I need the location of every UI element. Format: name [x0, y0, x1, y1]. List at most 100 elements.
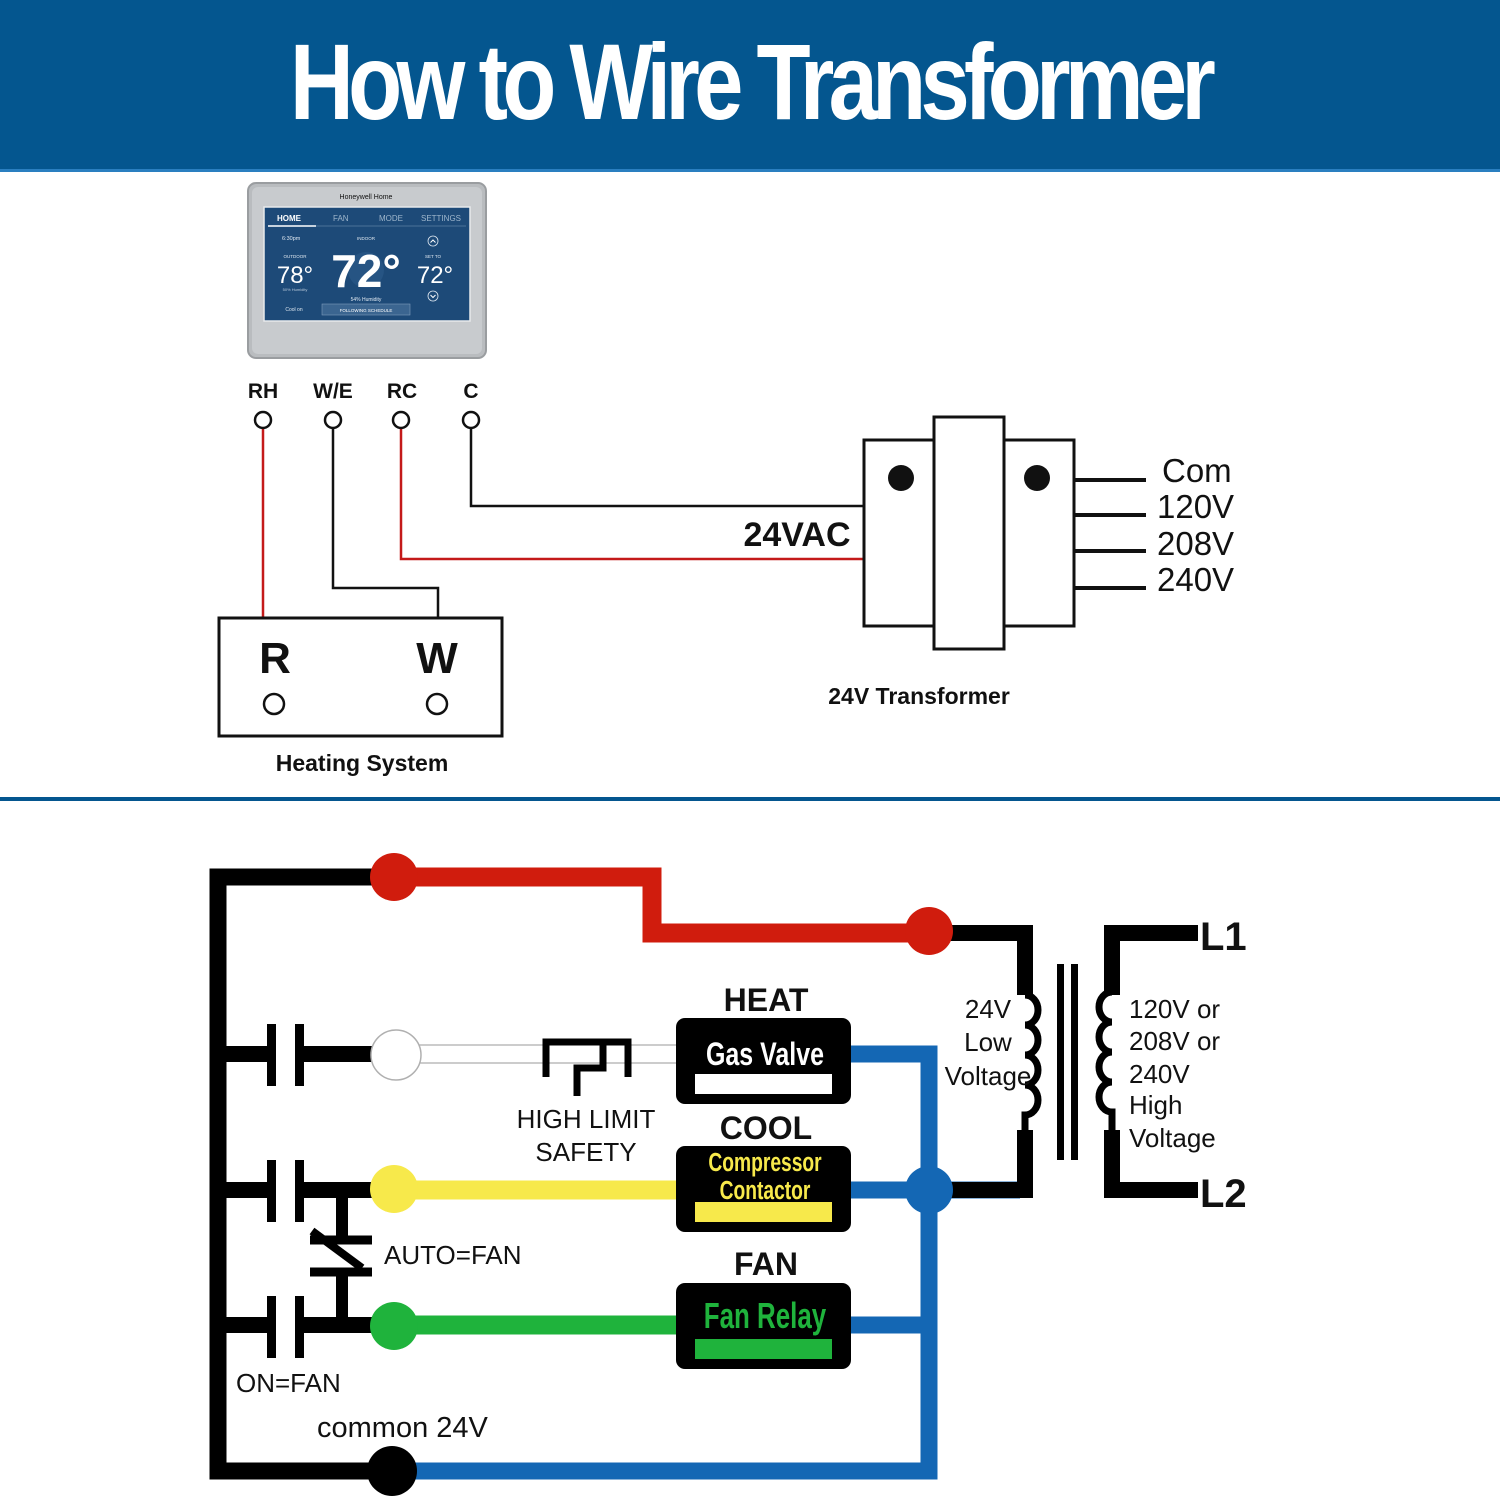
- l2-lead: [1104, 1130, 1198, 1198]
- fan-node: [370, 1302, 418, 1350]
- heat-mode-label: HEAT: [724, 982, 809, 1018]
- switch-contact-fan-on[interactable]: [267, 1296, 304, 1358]
- transformer-secondary-lead-top: [950, 925, 1033, 995]
- tap-label-208v: 208V: [1157, 525, 1234, 562]
- tap-label-com: Com: [1162, 452, 1232, 489]
- terminal-c[interactable]: [461, 410, 481, 430]
- low-voltage-label-line1: 24V: [965, 994, 1012, 1024]
- auto-fan-label: AUTO=FAN: [384, 1240, 522, 1270]
- schedule-button[interactable]: [321, 303, 411, 316]
- heating-terminal-label-r: R: [259, 634, 291, 683]
- indoor-label: INDOOR: [357, 236, 376, 241]
- section-divider: [0, 797, 1500, 801]
- l2-label: L2: [1200, 1172, 1247, 1216]
- terminal-label-rh: RH: [248, 380, 278, 403]
- cool-mode-label: COOL: [720, 1110, 812, 1146]
- thermostat-tab-home[interactable]: HOME: [277, 214, 302, 223]
- hot-wire-red: [395, 867, 929, 943]
- thermostat-tab-fan[interactable]: FAN: [333, 214, 349, 223]
- terminal-rh[interactable]: [253, 410, 273, 430]
- l1-label: L1: [1200, 915, 1247, 959]
- thermostat-brand: Honeywell Home: [340, 194, 393, 201]
- set-to-label: SET TO: [425, 254, 442, 259]
- transformer-core: [932, 415, 1006, 651]
- fan-relay-box: Fan Relay: [676, 1283, 851, 1369]
- hot-node-left: [370, 853, 418, 901]
- set-temp: 72°: [417, 262, 453, 289]
- transformer-mount-hole-right: [1024, 465, 1050, 491]
- gas-valve-box: Gas Valve: [676, 1018, 851, 1104]
- transformer-core-bar-right: [1071, 964, 1078, 1160]
- wire-we-to-w: [331, 428, 440, 618]
- compressor-label-line2: Contactor: [720, 1175, 811, 1205]
- transformer-label: 24V Transformer: [828, 683, 1010, 709]
- heating-terminal-r[interactable]: [262, 692, 286, 716]
- temp-down-button[interactable]: [427, 290, 439, 302]
- compressor-label-line1: Compressor: [708, 1147, 821, 1177]
- fan-mode-label: FAN: [734, 1246, 798, 1282]
- heating-system: R W Heating System: [217, 616, 504, 776]
- gas-valve-indicator-bar: [695, 1074, 832, 1094]
- wire-label-24vac: 24VAC: [743, 516, 850, 554]
- terminal-rc[interactable]: [391, 410, 411, 430]
- chevron-up-icon: [430, 239, 436, 243]
- stepdown-transformer: L1 L2 24V Low Voltage 120V or 208V or 24…: [945, 915, 1247, 1216]
- indoor-humidity: 54% Humidity: [351, 297, 382, 303]
- page-title: How to Wire Transformer: [289, 21, 1216, 142]
- terminal-label-c: C: [463, 380, 478, 403]
- outdoor-humidity: 50% Humidity: [283, 287, 308, 292]
- terminal-we[interactable]: [323, 410, 343, 430]
- transformer-core-bar-left: [1057, 964, 1064, 1160]
- fan-relay-indicator-bar: [695, 1339, 832, 1359]
- transformer-secondary-lead-bottom: [945, 1130, 1033, 1198]
- heating-system-box: [217, 616, 504, 738]
- fan-relay-label: Fan Relay: [704, 1296, 827, 1336]
- chevron-down-icon: [430, 294, 436, 299]
- thermostat-terminals: RH W/E RC C: [248, 380, 479, 403]
- thermostat-tab-mode[interactable]: MODE: [379, 214, 403, 223]
- terminal-label-we: W/E: [313, 380, 353, 403]
- heating-system-label: Heating System: [276, 750, 449, 776]
- outdoor-label: OUTDOOR: [284, 254, 308, 259]
- temp-up-button[interactable]: [427, 235, 439, 247]
- title-banner: How to Wire Transformer: [0, 0, 1500, 172]
- low-voltage-label-line2: Low: [964, 1027, 1012, 1057]
- high-limit-safety-icon: [542, 1038, 632, 1096]
- transformer-mount-hole-left: [888, 465, 914, 491]
- indoor-temp: 72°: [331, 245, 401, 297]
- heating-terminal-w[interactable]: [425, 692, 449, 716]
- low-voltage-coil: [1021, 991, 1042, 1130]
- common-node: [367, 1446, 417, 1496]
- common-label: common 24V: [317, 1412, 489, 1444]
- high-voltage-label-line4: High: [1129, 1090, 1182, 1120]
- gas-valve-label: Gas Valve: [706, 1037, 824, 1073]
- common-junction-node: [905, 1166, 953, 1214]
- thermostat-tab-settings[interactable]: SETTINGS: [421, 214, 461, 223]
- outdoor-temp: 78°: [277, 262, 313, 289]
- low-voltage-label-line3: Voltage: [945, 1061, 1032, 1091]
- switch-contact-cool[interactable]: [267, 1160, 304, 1222]
- schedule-button-label: FOLLOWING SCHEDULE: [340, 308, 393, 313]
- high-limit-label-line1: HIGH LIMIT: [517, 1104, 656, 1134]
- wire-c-to-transformer: [469, 428, 864, 508]
- high-voltage-label-line1: 120V or: [1129, 994, 1220, 1024]
- high-limit-label-line2: SAFETY: [535, 1137, 636, 1167]
- tap-label-120v: 120V: [1157, 488, 1234, 525]
- switch-contact-heat[interactable]: [267, 1024, 304, 1086]
- transformer-24v: Com 120V 208V 240V 24V Transformer: [828, 415, 1234, 709]
- wire-rc-to-transformer: [399, 428, 864, 561]
- common-wire-main: [415, 1045, 938, 1480]
- l1-lead: [1104, 925, 1198, 995]
- hot-rail: [209, 868, 392, 1480]
- on-fan-label: ON=FAN: [236, 1368, 341, 1398]
- thermostat: Honeywell Home HOME FAN MODE SETTINGS 6:…: [247, 182, 487, 359]
- tap-label-240v: 240V: [1157, 561, 1234, 598]
- thermostat-time: 6:30pm: [282, 236, 301, 242]
- terminal-label-rc: RC: [387, 380, 417, 403]
- snowflake-icon: [348, 252, 384, 288]
- hot-node-right: [905, 907, 953, 955]
- compressor-indicator-bar: [695, 1202, 832, 1222]
- high-voltage-label-line3: 240V: [1129, 1059, 1190, 1089]
- auto-fan-contact[interactable]: [309, 1190, 372, 1325]
- heating-terminal-label-w: W: [416, 634, 458, 683]
